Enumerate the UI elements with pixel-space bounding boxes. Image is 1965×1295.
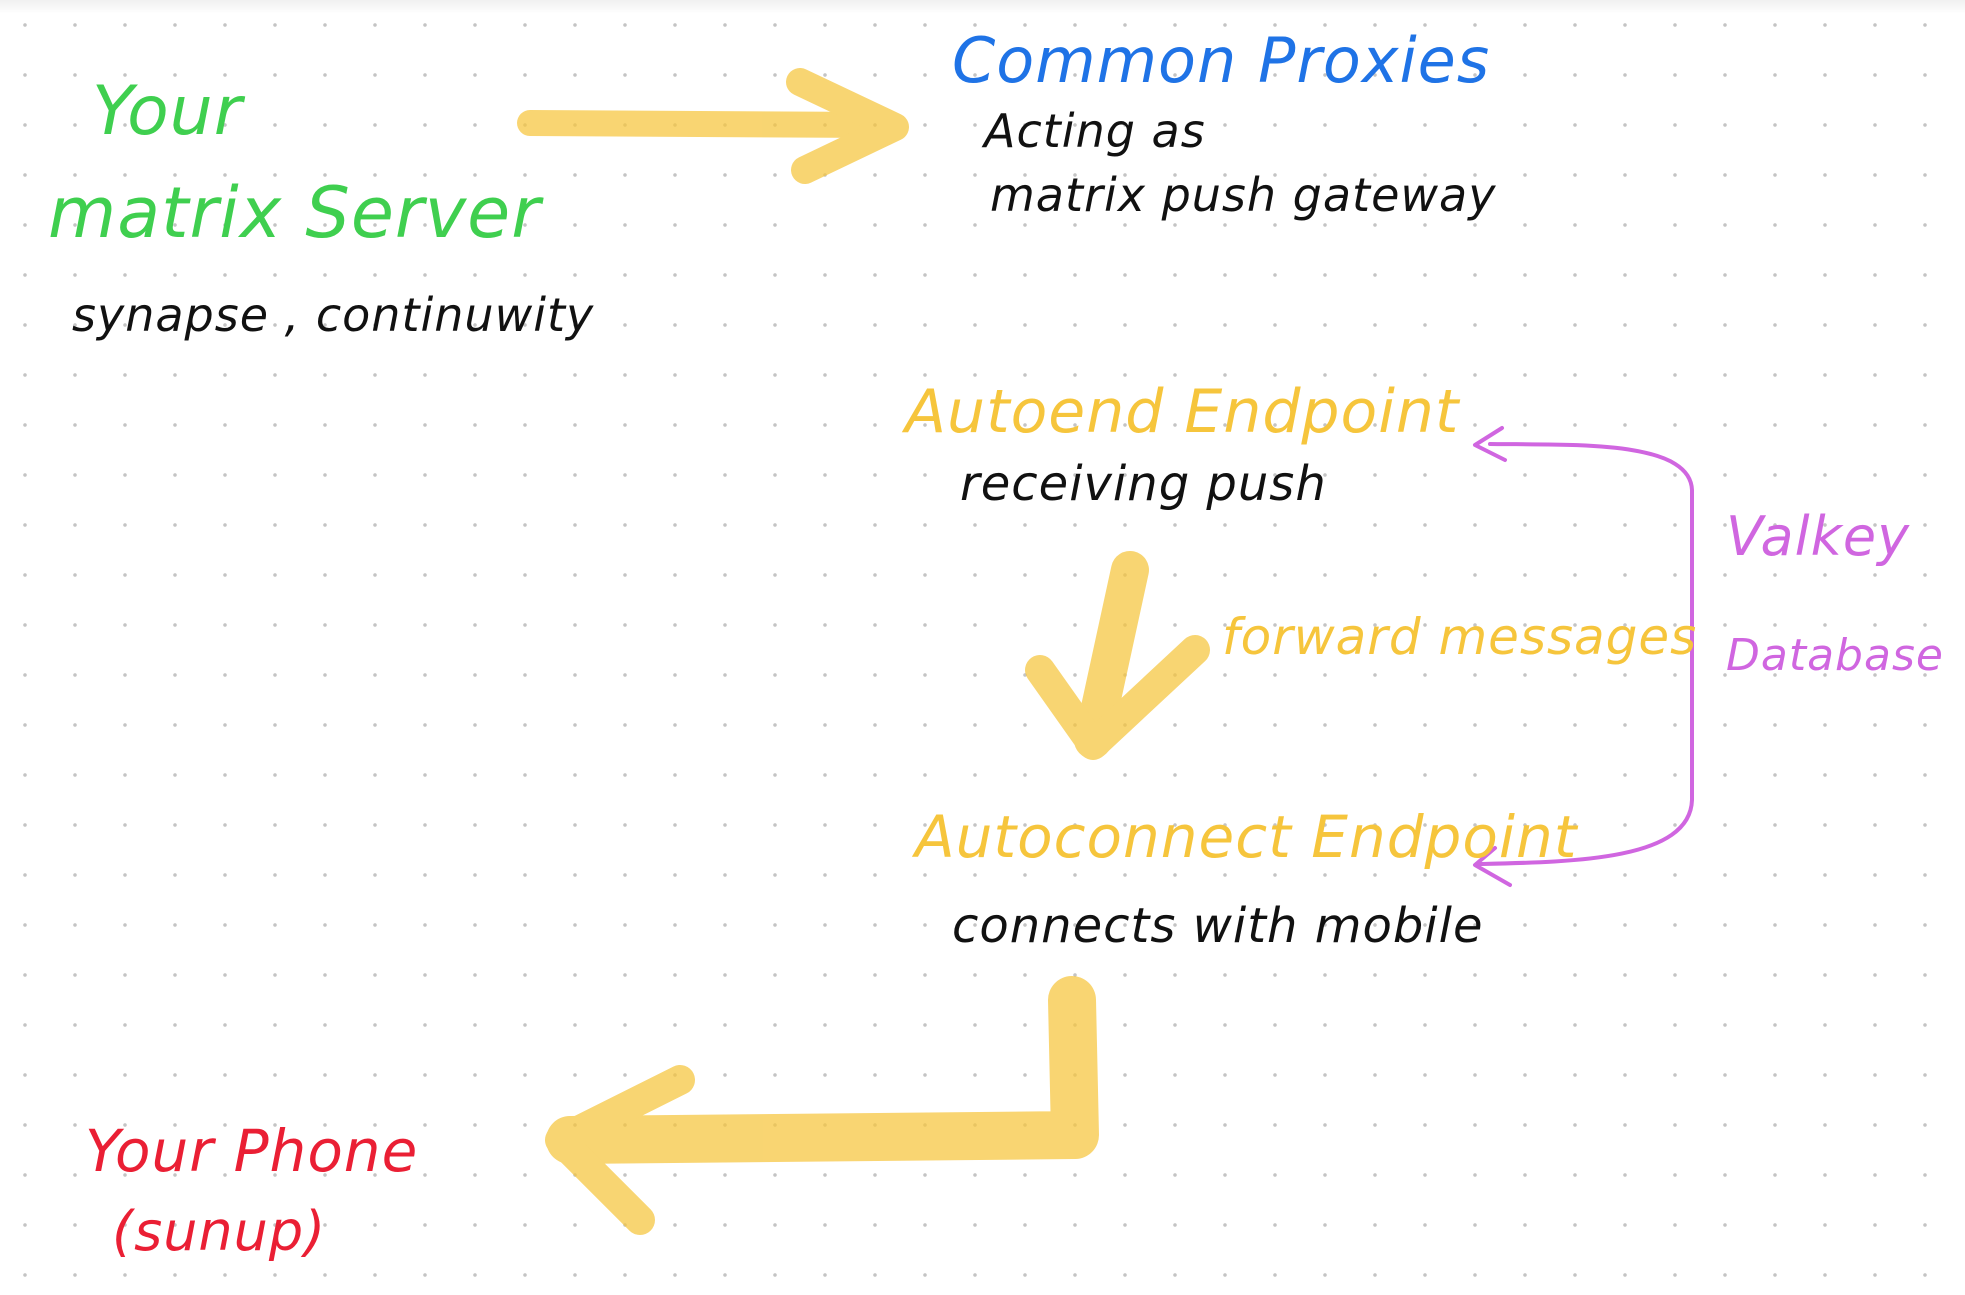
common-proxies-sub-line1: Acting as — [984, 104, 1206, 158]
autoconnect-title: Autoconnect Endpoint — [915, 803, 1578, 871]
valkey-label: Valkey — [1726, 505, 1911, 568]
forward-messages-label: forward messages — [1222, 608, 1698, 666]
top-shade — [0, 0, 1965, 14]
matrix-server-label-title: matrix Server — [48, 172, 541, 254]
arrow-server-to-proxies — [517, 68, 909, 184]
arrow-autoend-to-autoconnect — [1025, 551, 1210, 760]
phone-label: Your Phone — [85, 1117, 419, 1185]
arrow-autoconnect-to-phone — [545, 976, 1099, 1235]
matrix-server-label-your: Your — [92, 72, 243, 151]
autoend-subtitle: receiving push — [960, 456, 1327, 512]
autoconnect-subtitle: connects with mobile — [952, 898, 1484, 954]
matrix-server-subtitle: synapse , continuwity — [72, 288, 595, 342]
common-proxies-title: Common Proxies — [952, 24, 1491, 97]
common-proxies-sub-line2: matrix push gateway — [990, 168, 1497, 222]
database-label: Database — [1726, 630, 1944, 681]
phone-sublabel: (sunup) — [112, 1200, 327, 1263]
autoend-title: Autoend Endpoint — [905, 377, 1460, 447]
valkey-bracket — [1473, 426, 1694, 887]
